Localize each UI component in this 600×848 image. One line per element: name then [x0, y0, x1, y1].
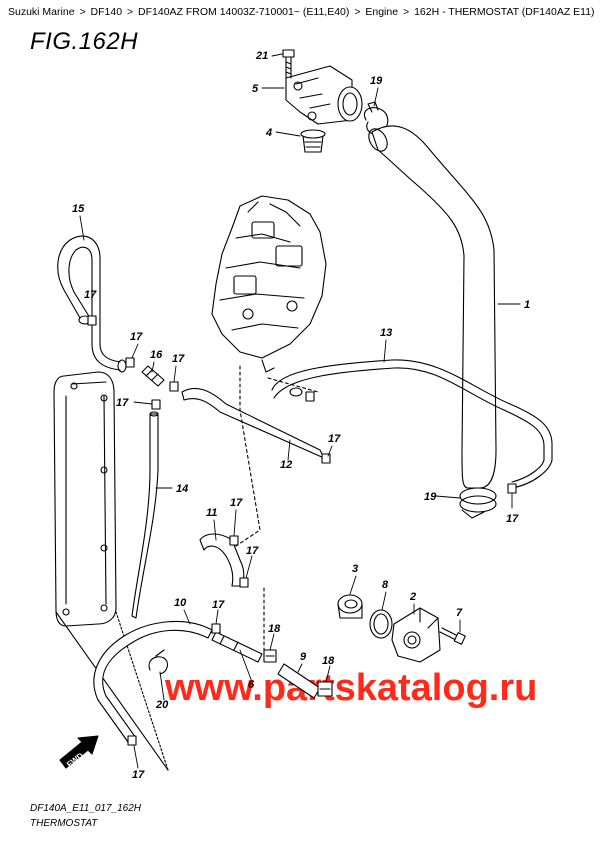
- callout-16[interactable]: 16: [150, 349, 163, 361]
- callout-17[interactable]: 17: [212, 599, 225, 611]
- breadcrumb-item-section[interactable]: Engine: [365, 6, 399, 18]
- callout-9[interactable]: 9: [300, 651, 307, 663]
- callout-4[interactable]: 4: [265, 127, 272, 139]
- callout-1[interactable]: 1: [524, 299, 530, 311]
- callout-5[interactable]: 5: [252, 83, 259, 95]
- nipple-part: [141, 365, 165, 387]
- breadcrumb-separator: >: [354, 6, 361, 18]
- leader-line: [235, 365, 261, 547]
- callout-17[interactable]: 17: [116, 397, 129, 409]
- callout-17[interactable]: 17: [84, 289, 97, 301]
- thermostat-case-part: [391, 607, 441, 663]
- bolt-part: [282, 49, 295, 79]
- callout-17[interactable]: 17: [130, 331, 143, 343]
- lower-hose-clip-part: [459, 487, 497, 519]
- diagram-code: DF140A_E11_017_162H: [30, 803, 142, 814]
- callout-2[interactable]: 2: [409, 591, 416, 603]
- callout-19[interactable]: 19: [370, 75, 383, 87]
- thermostat-cover-part: [285, 65, 363, 125]
- callout-12[interactable]: 12: [280, 459, 292, 471]
- leader-lines: [79, 53, 521, 769]
- hose-9-part: [277, 663, 321, 699]
- callout-17[interactable]: 17: [328, 433, 341, 445]
- breadcrumb-item-brand[interactable]: Suzuki Marine: [8, 6, 75, 18]
- callout-17[interactable]: 17: [132, 769, 145, 781]
- forward-arrow-icon: FWD: [59, 735, 99, 769]
- clip-18b-part: [317, 681, 333, 697]
- pipe-6-part: [211, 631, 263, 663]
- breadcrumb-separator: >: [126, 6, 134, 18]
- callout-14[interactable]: 14: [176, 483, 188, 495]
- callout-18[interactable]: 18: [322, 655, 335, 667]
- callout-20[interactable]: 20: [155, 699, 169, 711]
- callout-17[interactable]: 17: [172, 353, 185, 365]
- breadcrumb-separator: >: [79, 6, 86, 18]
- callout-17[interactable]: 17: [246, 545, 259, 557]
- large-hose-part: [368, 125, 497, 489]
- callout-3[interactable]: 3: [352, 563, 358, 575]
- callout-8[interactable]: 8: [382, 579, 389, 591]
- callout-17[interactable]: 17: [230, 497, 243, 509]
- vertical-hose-part: [131, 411, 159, 619]
- callout-13[interactable]: 13: [380, 327, 392, 339]
- clip-18-part: [263, 649, 277, 663]
- callout-6[interactable]: 6: [248, 679, 255, 691]
- callout-10[interactable]: 10: [174, 597, 187, 609]
- callout-7[interactable]: 7: [456, 607, 463, 619]
- callout-numbers: 21 5 19 4 1 15 17 13 17 16 17 17 12 17 1…: [72, 50, 530, 781]
- breadcrumb-separator: >: [403, 6, 410, 18]
- callout-21[interactable]: 21: [255, 50, 268, 62]
- diagram-name: THERMOSTAT: [30, 818, 98, 829]
- leader-line: [267, 377, 319, 393]
- hose-13-part: [271, 359, 553, 489]
- breadcrumb-item-variant[interactable]: DF140AZ FROM 14003Z-710001~ (E11,E40): [138, 6, 350, 18]
- bolt-7-part: [439, 627, 466, 645]
- figure-title: FIG.162H: [30, 28, 139, 55]
- callout-15[interactable]: 15: [72, 203, 85, 215]
- callout-18[interactable]: 18: [268, 623, 281, 635]
- callout-17[interactable]: 17: [506, 513, 519, 525]
- hose-11-part: [199, 533, 245, 587]
- engine-housing-part: [211, 195, 327, 373]
- hose-clip-part: [364, 101, 389, 135]
- breadcrumb-item-current: 162H - THERMOSTAT (DF140AZ E11): [414, 6, 595, 18]
- callout-19[interactable]: 19: [424, 491, 437, 503]
- breadcrumb-item-model[interactable]: DF140: [90, 6, 123, 18]
- breadcrumb: Suzuki Marine > DF140 > DF140AZ FROM 140…: [8, 6, 600, 19]
- gasket-part: [369, 609, 393, 639]
- callout-11[interactable]: 11: [206, 507, 217, 519]
- watermark-text: www.partskatalog.ru: [164, 667, 537, 709]
- hose-12-part: [181, 387, 325, 459]
- thermostat-valve-part: [337, 594, 363, 619]
- clip-20-part: [148, 649, 169, 675]
- thermostat-part: [300, 129, 326, 153]
